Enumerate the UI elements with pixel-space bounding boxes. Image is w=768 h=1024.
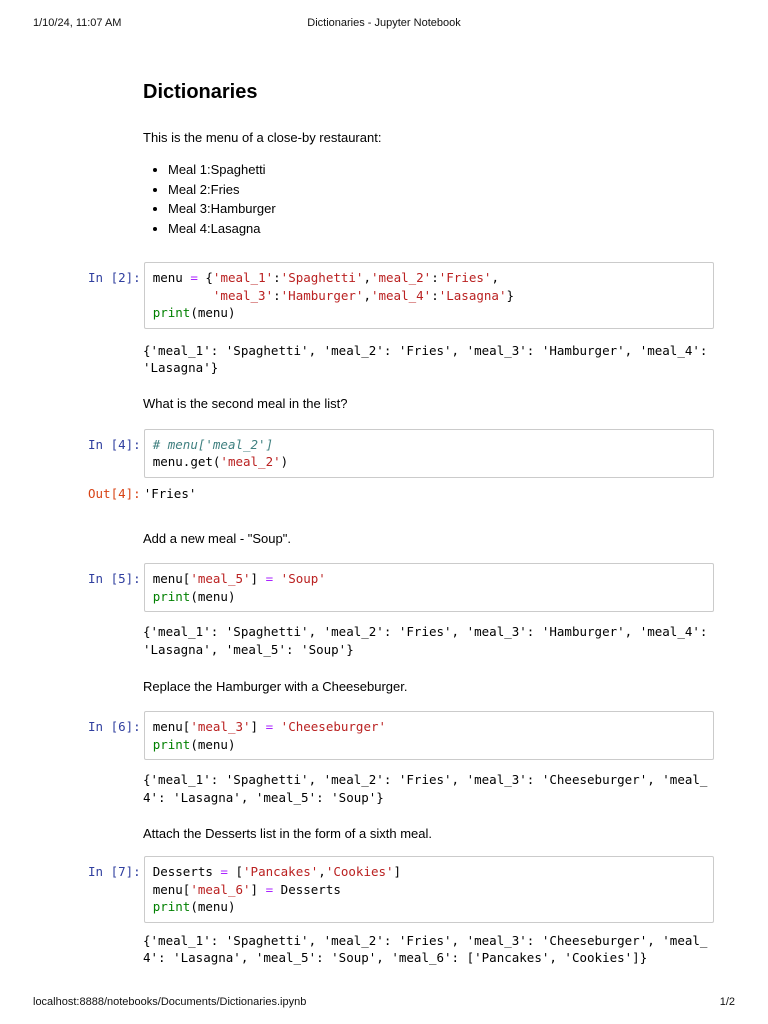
code-cell-in6: In [6]: menu['meal_3'] = 'Cheeseburger' p… <box>88 711 714 760</box>
code-line: print(menu) <box>152 305 236 320</box>
footer-page-number: 1/2 <box>719 996 735 1008</box>
code-cell-in5: In [5]: menu['meal_5'] = 'Soup' print(men… <box>88 563 714 612</box>
code-input-area: Desserts = ['Pancakes','Cookies'] menu['m… <box>143 856 714 923</box>
markdown-question: Add a new meal - "Soup". <box>143 531 291 546</box>
code-line: menu = {'meal_1':'Spaghetti','meal_2':'F… <box>152 270 499 285</box>
input-prompt: In [4]: <box>88 436 141 452</box>
notebook-content: Dictionaries This is the menu of a close… <box>88 80 714 967</box>
code-line: 'meal_3':'Hamburger','meal_4':'Lasagna'} <box>212 287 514 303</box>
cell-output: {'meal_1': 'Spaghetti', 'meal_2': 'Fries… <box>143 624 708 657</box>
code-cell-in4: In [4]: # menu['meal_2'] menu.get('meal_2… <box>88 428 714 478</box>
markdown-question: Attach the Desserts list in the form of … <box>143 826 433 841</box>
code-input-area: menu = {'meal_1':'Spaghetti','meal_2':'F… <box>143 262 714 329</box>
meal-list-item: Meal 4:Lasagna <box>168 219 714 239</box>
meal-list-item: Meal 2:Fries <box>168 180 714 200</box>
input-prompt: In [7]: <box>88 864 141 879</box>
input-prompt: In [6]: <box>88 719 141 734</box>
code-line: menu['meal_6'] = Desserts <box>152 881 341 897</box>
header-doc-title: Dictionaries - Jupyter Notebook <box>307 17 461 29</box>
header-datetime: 1/10/24, 11:07 AM <box>33 17 122 29</box>
output-prompt: Out[4]: <box>88 485 141 501</box>
code-cell-in7: In [7]: Desserts = ['Pancakes','Cookies'… <box>88 856 714 923</box>
cell-output-row: Out[4]: 'Fries' <box>88 485 714 503</box>
markdown-question: What is the second meal in the list? <box>143 395 348 411</box>
code-line: Desserts = ['Pancakes','Cookies'] <box>152 864 402 879</box>
cell-output: {'meal_1': 'Spaghetti', 'meal_2': 'Fries… <box>143 772 708 805</box>
markdown-question: Replace the Hamburger with a Cheeseburge… <box>143 679 408 694</box>
code-input-area: menu['meal_3'] = 'Cheeseburger' print(men… <box>143 711 714 760</box>
footer-url: localhost:8888/notebooks/Documents/Dicti… <box>33 996 307 1008</box>
intro-paragraph: This is the menu of a close-by restauran… <box>143 130 382 145</box>
meal-list: Meal 1:Spaghetti Meal 2:Fries Meal 3:Ham… <box>143 160 714 238</box>
notebook-title: Dictionaries <box>143 81 258 103</box>
input-prompt: In [5]: <box>88 571 141 586</box>
meal-list-item: Meal 3:Hamburger <box>168 199 714 219</box>
code-input-area: # menu['meal_2'] menu.get('meal_2') <box>143 428 714 478</box>
code-cell-in2: In [2]: menu = {'meal_1':'Spaghetti','me… <box>88 262 714 329</box>
code-input-area: menu['meal_5'] = 'Soup' print(menu) <box>143 563 714 612</box>
code-line: menu.get('meal_2') <box>152 454 289 469</box>
code-line: menu['meal_3'] = 'Cheeseburger' <box>152 719 387 734</box>
cell-output: {'meal_1': 'Spaghetti', 'meal_2': 'Fries… <box>143 932 708 966</box>
code-line: menu['meal_5'] = 'Soup' <box>152 571 326 586</box>
cell-output: {'meal_1': 'Spaghetti', 'meal_2': 'Fries… <box>143 342 708 376</box>
output-value: 'Fries' <box>143 485 197 501</box>
code-line: # menu['meal_2'] <box>152 436 274 452</box>
input-prompt: In [2]: <box>88 270 141 285</box>
code-line: print(menu) <box>152 588 236 604</box>
code-line: print(menu) <box>152 736 236 752</box>
code-line: print(menu) <box>152 899 236 914</box>
meal-list-item: Meal 1:Spaghetti <box>168 160 714 180</box>
